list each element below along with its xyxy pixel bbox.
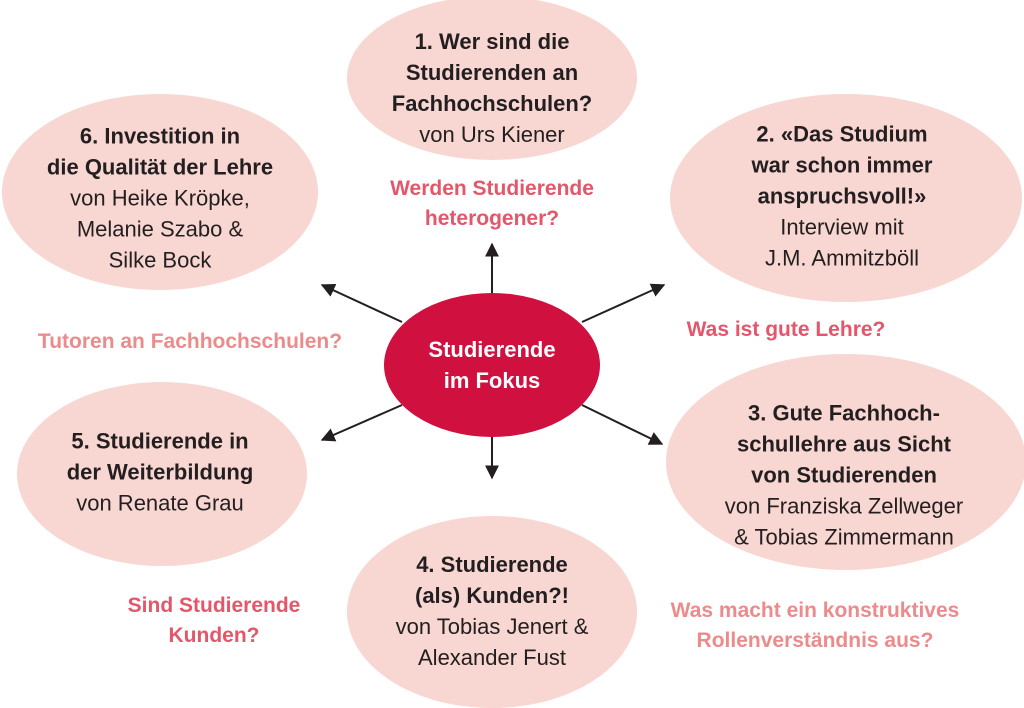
topic-2-bubble bbox=[670, 94, 1022, 302]
question-line: heterogener? bbox=[424, 207, 560, 230]
topic-title: 6. Investition in bbox=[79, 123, 241, 149]
arrow-southwest bbox=[320, 404, 403, 442]
topic-5-bubble bbox=[17, 382, 307, 566]
topic-author: J.M. Ammitzböll bbox=[764, 245, 920, 271]
question-line: Was macht ein konstruktives bbox=[670, 599, 960, 622]
topic-author: von Heike Kröpke, bbox=[70, 185, 250, 211]
question-line: Kunden? bbox=[168, 624, 260, 647]
topic-title: war schon immer bbox=[751, 152, 933, 178]
question-line: Rollenverständnis aus? bbox=[696, 629, 934, 652]
topic-author: Silke Bock bbox=[108, 247, 212, 273]
topic-author: von Tobias Jenert & bbox=[395, 614, 589, 639]
topic-title: schullehre aus Sicht bbox=[737, 431, 951, 457]
topic-author: & Tobias Zimmermann bbox=[734, 524, 954, 550]
topic-title: 1. Wer sind die bbox=[414, 29, 570, 54]
question-4: Sind Studierende Kunden? bbox=[128, 591, 301, 651]
question-line: Sind Studierende bbox=[127, 594, 301, 617]
topic-4-bubble bbox=[347, 516, 637, 708]
center-bubble bbox=[384, 293, 600, 437]
topic-5: 5. Studierende in der Weiterbildung von … bbox=[67, 426, 254, 519]
topic-title: 3. Gute Fachhoch- bbox=[748, 400, 940, 426]
topic-author: Alexander Fust bbox=[418, 645, 566, 670]
topic-title: Fachhochschulen? bbox=[391, 91, 593, 116]
question-line: Tutoren an Fachhochschulen? bbox=[37, 330, 343, 353]
question-line: Werden Studierende bbox=[390, 177, 594, 200]
question-5: Tutoren an Fachhochschulen? bbox=[38, 327, 342, 357]
topic-author: von Franziska Zellweger bbox=[724, 493, 964, 519]
topic-6: 6. Investition in die Qualität der Lehre… bbox=[47, 121, 273, 276]
topic-4: 4. Studierende (als) Kunden?! von Tobias… bbox=[396, 549, 589, 673]
center-label: Studierende im Fokus bbox=[428, 334, 555, 396]
topic-title: der Weiterbildung bbox=[66, 459, 254, 485]
topic-author: Melanie Szabo & bbox=[76, 216, 244, 242]
question-line: Was ist gute Lehre? bbox=[686, 318, 886, 341]
topic-title: anspruchsvoll!» bbox=[757, 183, 927, 209]
topic-1-bubble bbox=[347, 0, 637, 160]
topic-title: 2. «Das Studium bbox=[756, 121, 928, 147]
center-line: im Fokus bbox=[443, 368, 541, 393]
topic-1: 1. Wer sind die Studierenden an Fachhoch… bbox=[392, 26, 592, 150]
topic-author: von Urs Kiener bbox=[419, 122, 565, 147]
question-1: Werden Studierende heterogener? bbox=[390, 174, 594, 234]
topic-2: 2. «Das Studium war schon immer anspruch… bbox=[752, 119, 933, 274]
topic-3-bubble bbox=[666, 354, 1024, 570]
topic-6-bubble bbox=[2, 94, 318, 290]
arrow-northeast bbox=[581, 283, 666, 323]
topic-title: (als) Kunden?! bbox=[414, 583, 569, 608]
topic-title: die Qualität der Lehre bbox=[46, 154, 274, 180]
topic-3: 3. Gute Fachhoch- schullehre aus Sicht v… bbox=[725, 398, 963, 553]
topic-author: von Renate Grau bbox=[76, 490, 244, 516]
arrow-northwest bbox=[320, 283, 403, 323]
topic-title: 4. Studierende bbox=[416, 552, 568, 577]
arrow-southeast bbox=[581, 404, 664, 445]
topic-author: Interview mit bbox=[780, 214, 904, 240]
topic-title: Studierenden an bbox=[405, 60, 579, 85]
topic-title: von Studierenden bbox=[751, 462, 937, 488]
question-2: Was ist gute Lehre? bbox=[687, 315, 886, 345]
topic-title: 5. Studierende in bbox=[71, 428, 249, 454]
question-3: Was macht ein konstruktives Rollenverstä… bbox=[671, 596, 960, 656]
center-line: Studierende bbox=[428, 337, 556, 362]
